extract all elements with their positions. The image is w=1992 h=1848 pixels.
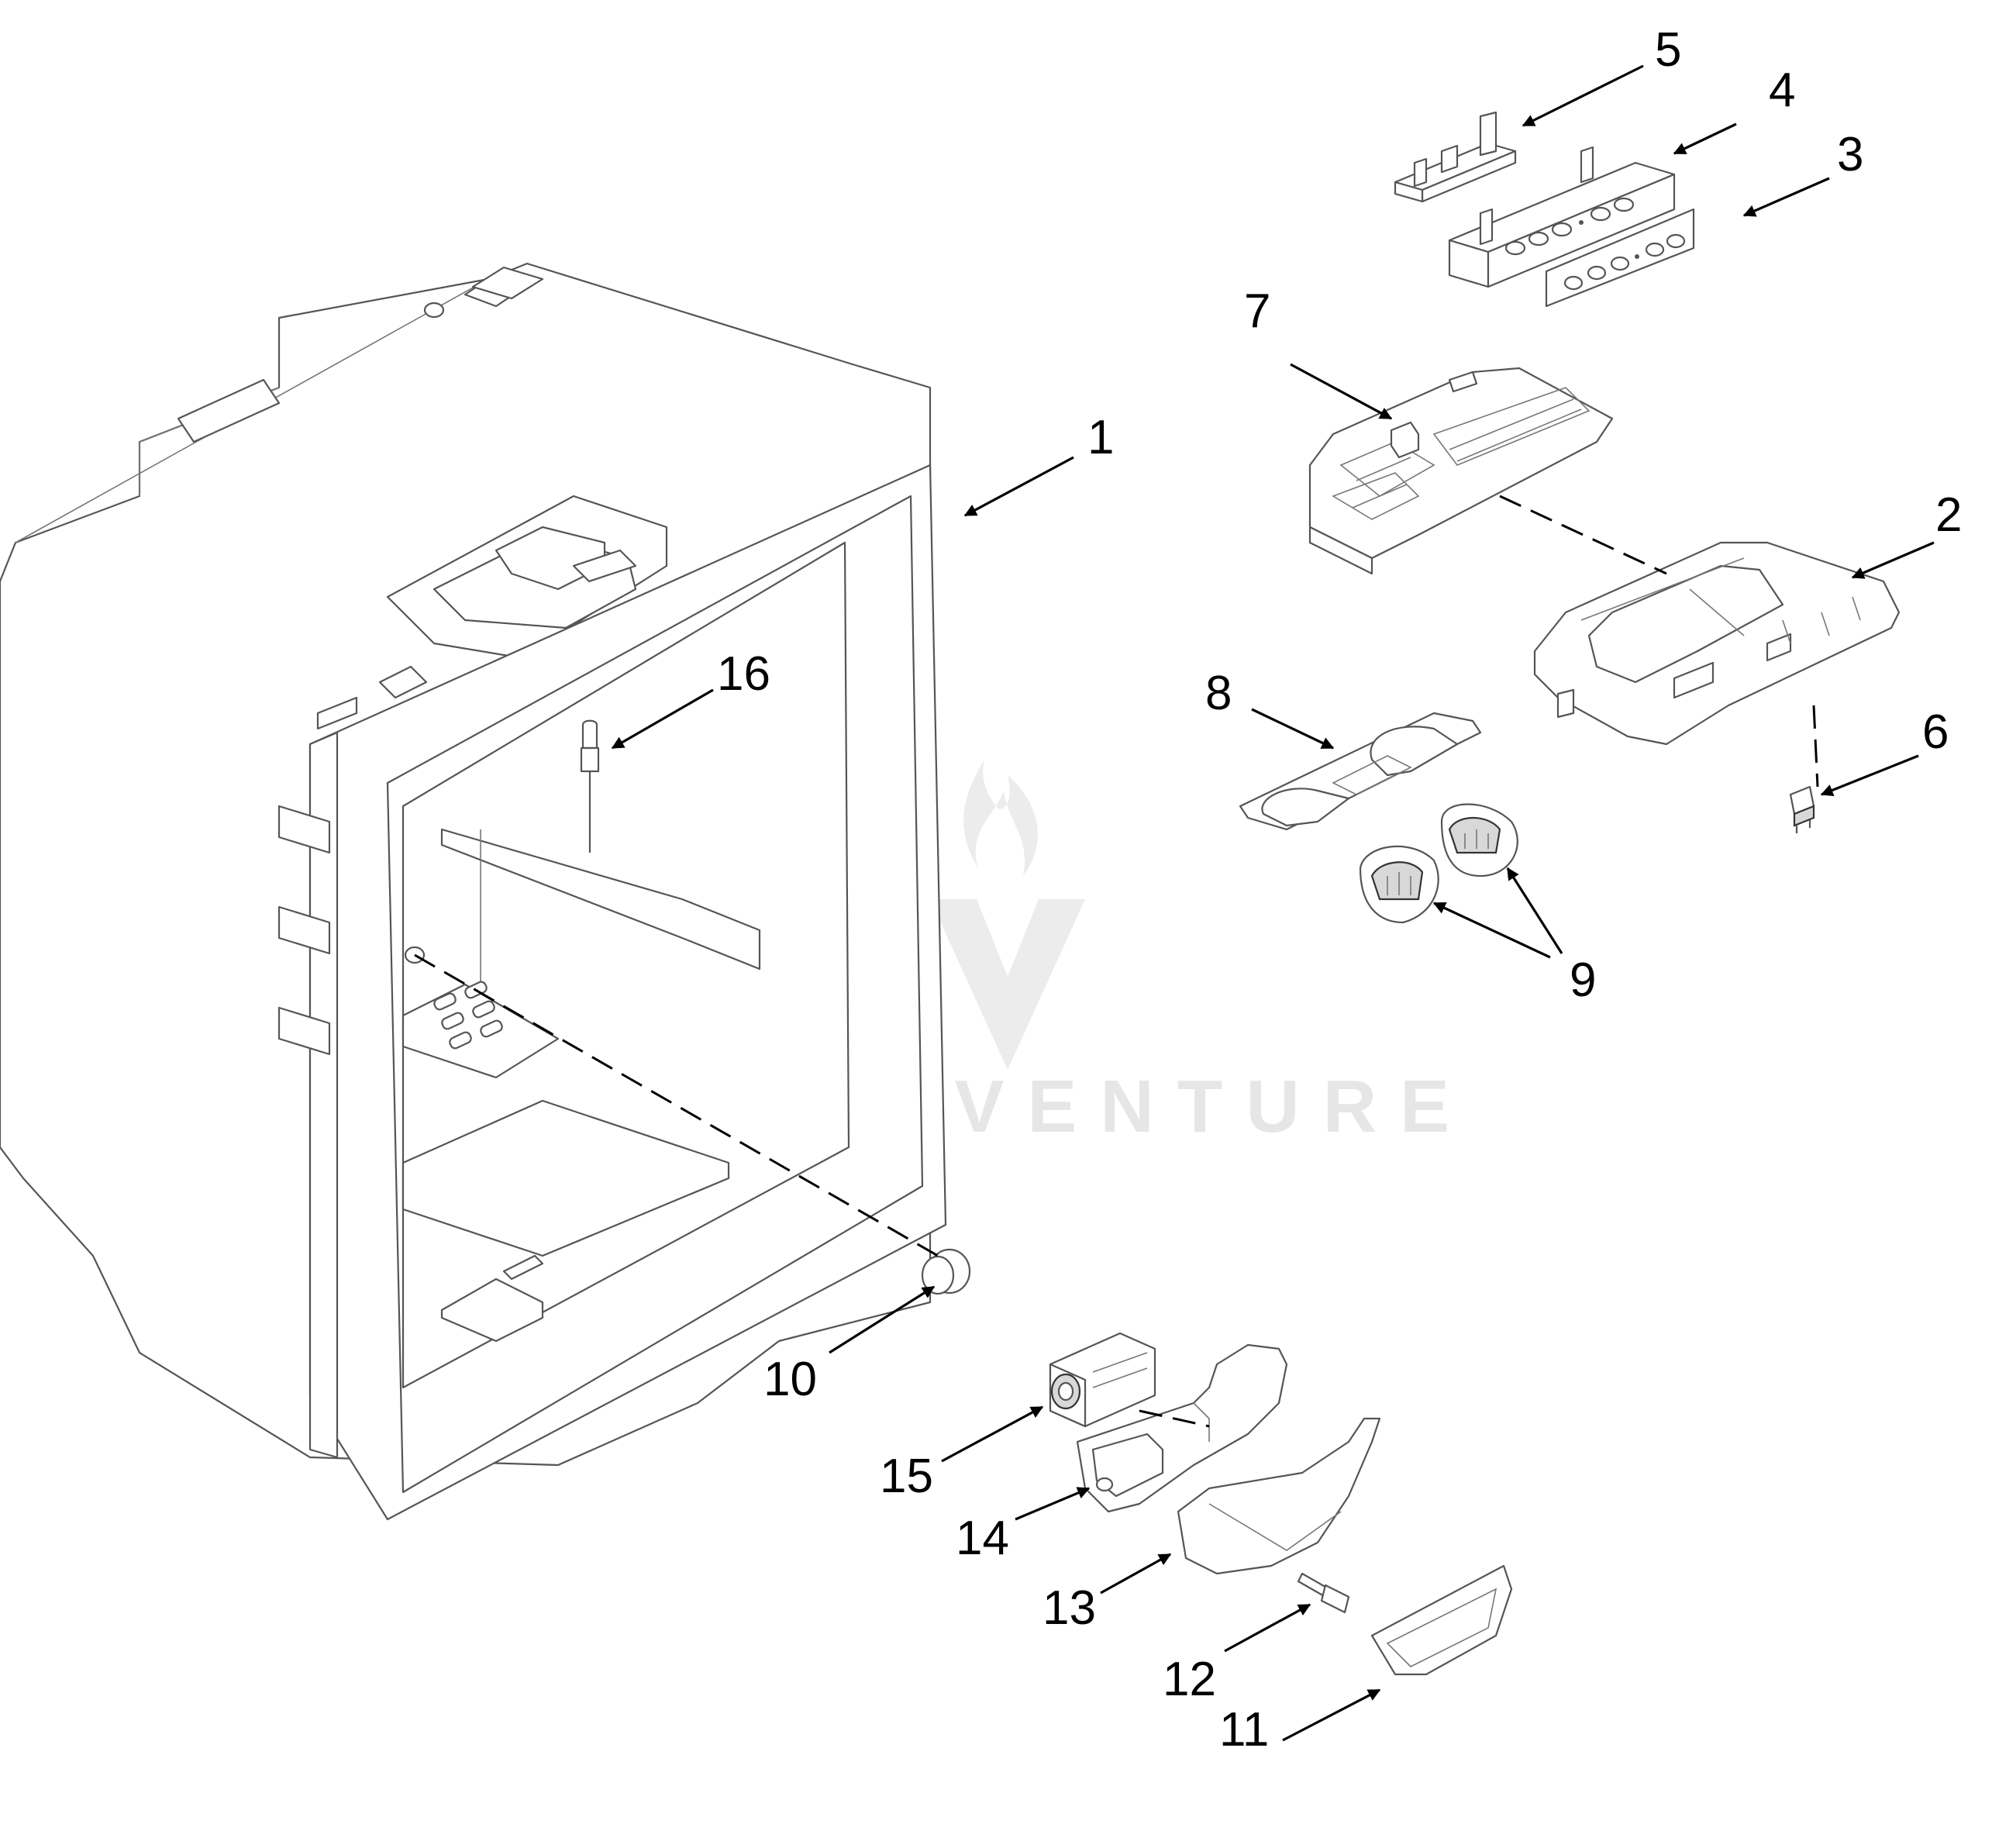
light-lens-part-8 xyxy=(1239,712,1482,831)
control-housing-part-2 xyxy=(1533,541,1901,746)
housing-part-14 xyxy=(1076,1343,1288,1513)
leader-9b xyxy=(1432,902,1551,959)
lamp-socket-part-9a xyxy=(1440,803,1518,877)
leader-4 xyxy=(1673,122,1737,155)
leader-15 xyxy=(941,1405,1044,1463)
leader-10 xyxy=(829,1285,936,1354)
callout-8: 8 xyxy=(1205,667,1232,720)
liner-part-1 xyxy=(0,262,947,1521)
assembly-lines xyxy=(414,495,1819,1428)
callout-7: 7 xyxy=(1244,284,1270,338)
leader-7 xyxy=(1290,363,1393,420)
cover-part-13 xyxy=(1177,1417,1381,1575)
leader-9a xyxy=(1506,867,1563,954)
trim-cap-part-11 xyxy=(1370,1564,1513,1676)
damper-assembly-part-15 xyxy=(1049,1332,1156,1428)
leader-6 xyxy=(1820,754,1919,796)
callout-1: 1 xyxy=(1087,411,1114,464)
control-overlay-part-3 xyxy=(1545,208,1695,308)
watermark-logo-icon xyxy=(930,760,1085,1070)
leader-5 xyxy=(1522,64,1644,127)
callout-3: 3 xyxy=(1837,128,1863,181)
screw-part-12 xyxy=(1297,1572,1350,1614)
leader-13 xyxy=(1100,1553,1172,1595)
callout-14: 14 xyxy=(956,1512,1009,1565)
control-panel-part-4 xyxy=(1448,146,1676,288)
callout-9: 9 xyxy=(1570,953,1596,1007)
callout-11: 11 xyxy=(1219,1703,1269,1757)
callout-2: 2 xyxy=(1935,488,1962,542)
switch-part-6 xyxy=(1789,785,1815,833)
callout-labels: 1 2 3 4 5 6 7 8 9 10 11 12 13 14 15 16 xyxy=(717,23,1962,1757)
callout-4: 4 xyxy=(1769,64,1795,117)
leader-16 xyxy=(611,688,714,750)
lamp-socket-part-9b xyxy=(1359,845,1439,924)
callout-6: 6 xyxy=(1922,705,1949,759)
callout-13: 13 xyxy=(1043,1581,1096,1635)
control-bracket-part-5 xyxy=(1394,111,1517,203)
callout-15: 15 xyxy=(880,1450,933,1503)
leader-11 xyxy=(1282,1688,1381,1742)
vent-slots xyxy=(433,981,503,1050)
leader-2 xyxy=(1851,541,1935,579)
leader-12 xyxy=(1224,1603,1311,1653)
callout-arrows xyxy=(611,64,1935,1742)
callout-12: 12 xyxy=(1163,1653,1216,1706)
leader-8 xyxy=(1251,708,1335,750)
leader-14 xyxy=(1015,1487,1091,1521)
thermistor-part-16 xyxy=(580,719,600,853)
leader-3 xyxy=(1742,177,1830,217)
callout-10: 10 xyxy=(763,1353,817,1406)
callout-16: 16 xyxy=(717,647,770,701)
plug-button-part-10 xyxy=(921,1248,971,1295)
callout-5: 5 xyxy=(1655,23,1681,77)
leader-1 xyxy=(963,456,1074,517)
